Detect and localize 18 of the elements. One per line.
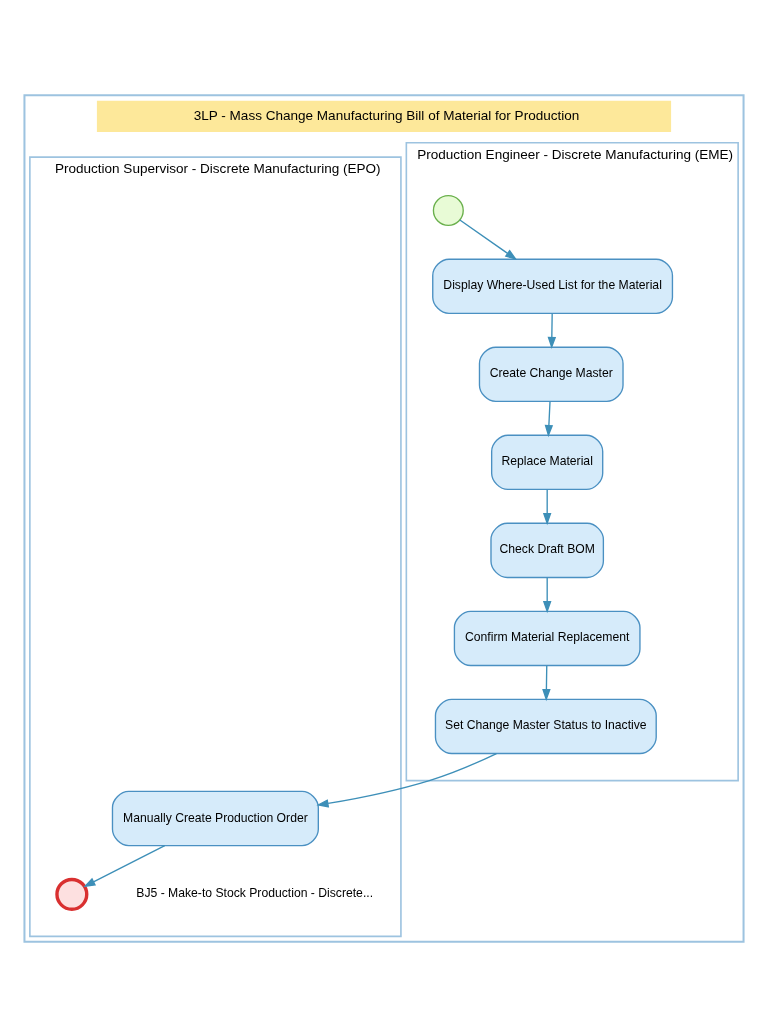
node-label: BJ5 - Make-to Stock Production - Discrete... — [136, 885, 374, 900]
node-box: Create Change Master — [478, 346, 624, 402]
arrow — [459, 218, 518, 260]
arrow — [316, 752, 498, 808]
node-box: Display Where-Used List for the Material — [432, 258, 674, 314]
arrow — [547, 312, 557, 349]
arrow — [544, 400, 554, 437]
node-box: Confirm Material Replacement — [453, 610, 641, 666]
node-box: Check Draft BOM — [490, 522, 605, 578]
node-box: Manually Create Production Order — [111, 790, 319, 846]
node-box: Replace Material — [491, 434, 604, 490]
arrow — [542, 488, 552, 525]
arrow — [542, 576, 552, 613]
arrow — [542, 664, 551, 701]
node-circle — [55, 877, 89, 911]
node-box: Set Change Master Status to Inactive — [434, 698, 657, 754]
arrow — [83, 844, 166, 887]
node-circle — [432, 194, 464, 226]
